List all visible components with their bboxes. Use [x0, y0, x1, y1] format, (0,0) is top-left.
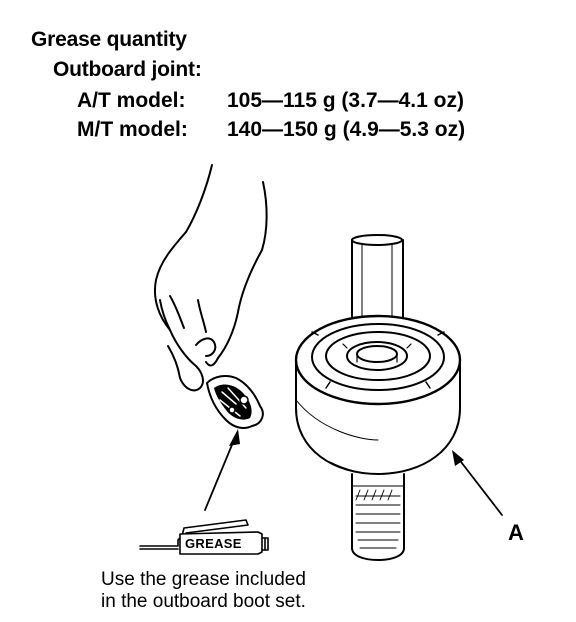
note-line: in the outboard boot set.: [101, 591, 306, 612]
spec-row-label: A/T model:: [77, 89, 186, 112]
grease-note: Use the grease included in the outboard …: [101, 569, 306, 613]
spec-row-mt: M/T model: 140—150 g (4.9—5.3 oz): [77, 119, 465, 203]
spec-title: Grease quantity: [31, 28, 187, 51]
spec-row-value: 105—115 g (3.7—4.1 oz): [227, 89, 464, 112]
callout-a-label: A: [508, 520, 524, 545]
spec-subtitle: Outboard joint:: [53, 58, 202, 81]
spec-row-label: M/T model:: [77, 118, 188, 141]
spec-row-value: 140—150 g (4.9—5.3 oz): [227, 118, 466, 141]
spec-row-at: A/T model: 105—115 g (3.7—4.1 oz): [77, 90, 464, 174]
grease-tube-icon: [139, 519, 269, 555]
grease-tube-label: GREASE: [185, 536, 242, 551]
outboard-joint-illustration: [294, 234, 462, 561]
grease-arrow: [204, 429, 240, 511]
note-line: Use the grease included: [101, 569, 306, 590]
callout-a-leader: [452, 450, 503, 516]
grease-packet: [206, 374, 264, 429]
hand-illustration: [154, 164, 268, 392]
